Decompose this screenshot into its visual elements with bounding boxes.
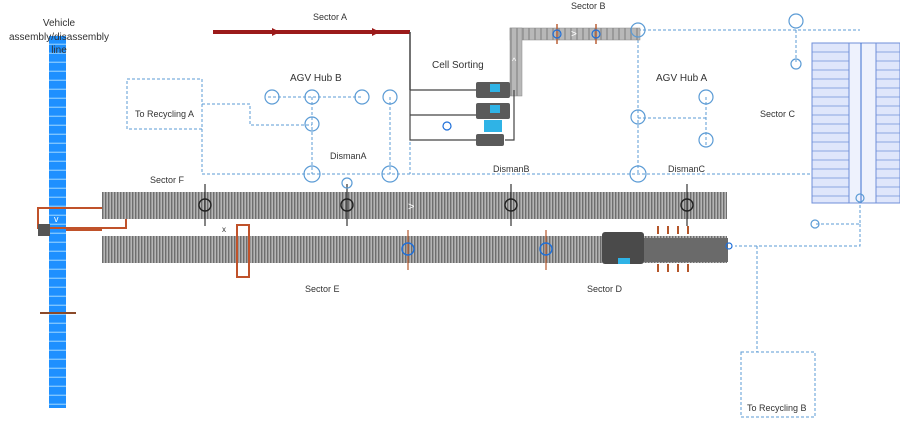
vehicle-assembly-line: v xyxy=(37,36,127,408)
vehicle-line-label-1: Vehicle xyxy=(43,18,76,29)
svg-text:x: x xyxy=(222,225,226,234)
agv-hub-a-rings xyxy=(630,13,865,229)
cell-sorting-station xyxy=(409,82,515,146)
sector-d-label: Sector D xyxy=(587,284,623,294)
svg-text:>: > xyxy=(571,29,577,40)
to-recycling-b-box xyxy=(740,351,816,418)
disman-b-label: DismanB xyxy=(493,164,530,174)
sector-d-machine xyxy=(602,226,733,272)
disman-rings xyxy=(303,165,647,189)
sector-a-label: Sector A xyxy=(313,12,347,22)
sector-a-conveyor xyxy=(213,28,411,90)
svg-text:>: > xyxy=(408,201,414,213)
to-recycling-b-label: To Recycling B xyxy=(747,403,807,413)
agv-path-network xyxy=(126,29,861,418)
sector-e-label: Sector E xyxy=(305,284,340,294)
conveyor-station-markers xyxy=(198,184,694,270)
sector-c-label: Sector C xyxy=(760,109,796,119)
cell-sorting-label: Cell Sorting xyxy=(432,60,484,71)
vehicle-line-label-3: line xyxy=(51,45,67,56)
sector-c-storage-rack xyxy=(811,42,900,204)
agv-hub-a-label: AGV Hub A xyxy=(656,73,707,84)
to-recycling-a-label: To Recycling A xyxy=(135,109,194,119)
sector-f-label: Sector F xyxy=(150,175,185,185)
sector-b-conveyor: > ^ xyxy=(509,24,641,97)
agv-hub-b-rings xyxy=(264,89,398,132)
svg-text:^: ^ xyxy=(512,56,517,66)
sector-b-label: Sector B xyxy=(571,1,606,11)
svg-text:v: v xyxy=(54,214,59,224)
disman-a-label: DismanA xyxy=(330,151,367,161)
vehicle-line-label-2: assembly/disassembly xyxy=(9,32,109,43)
agv-hub-b-label: AGV Hub B xyxy=(290,73,342,84)
disman-c-label: DismanC xyxy=(668,164,706,174)
sector-f-conveyor: > xyxy=(66,192,727,219)
to-recycling-a-box xyxy=(126,78,203,130)
